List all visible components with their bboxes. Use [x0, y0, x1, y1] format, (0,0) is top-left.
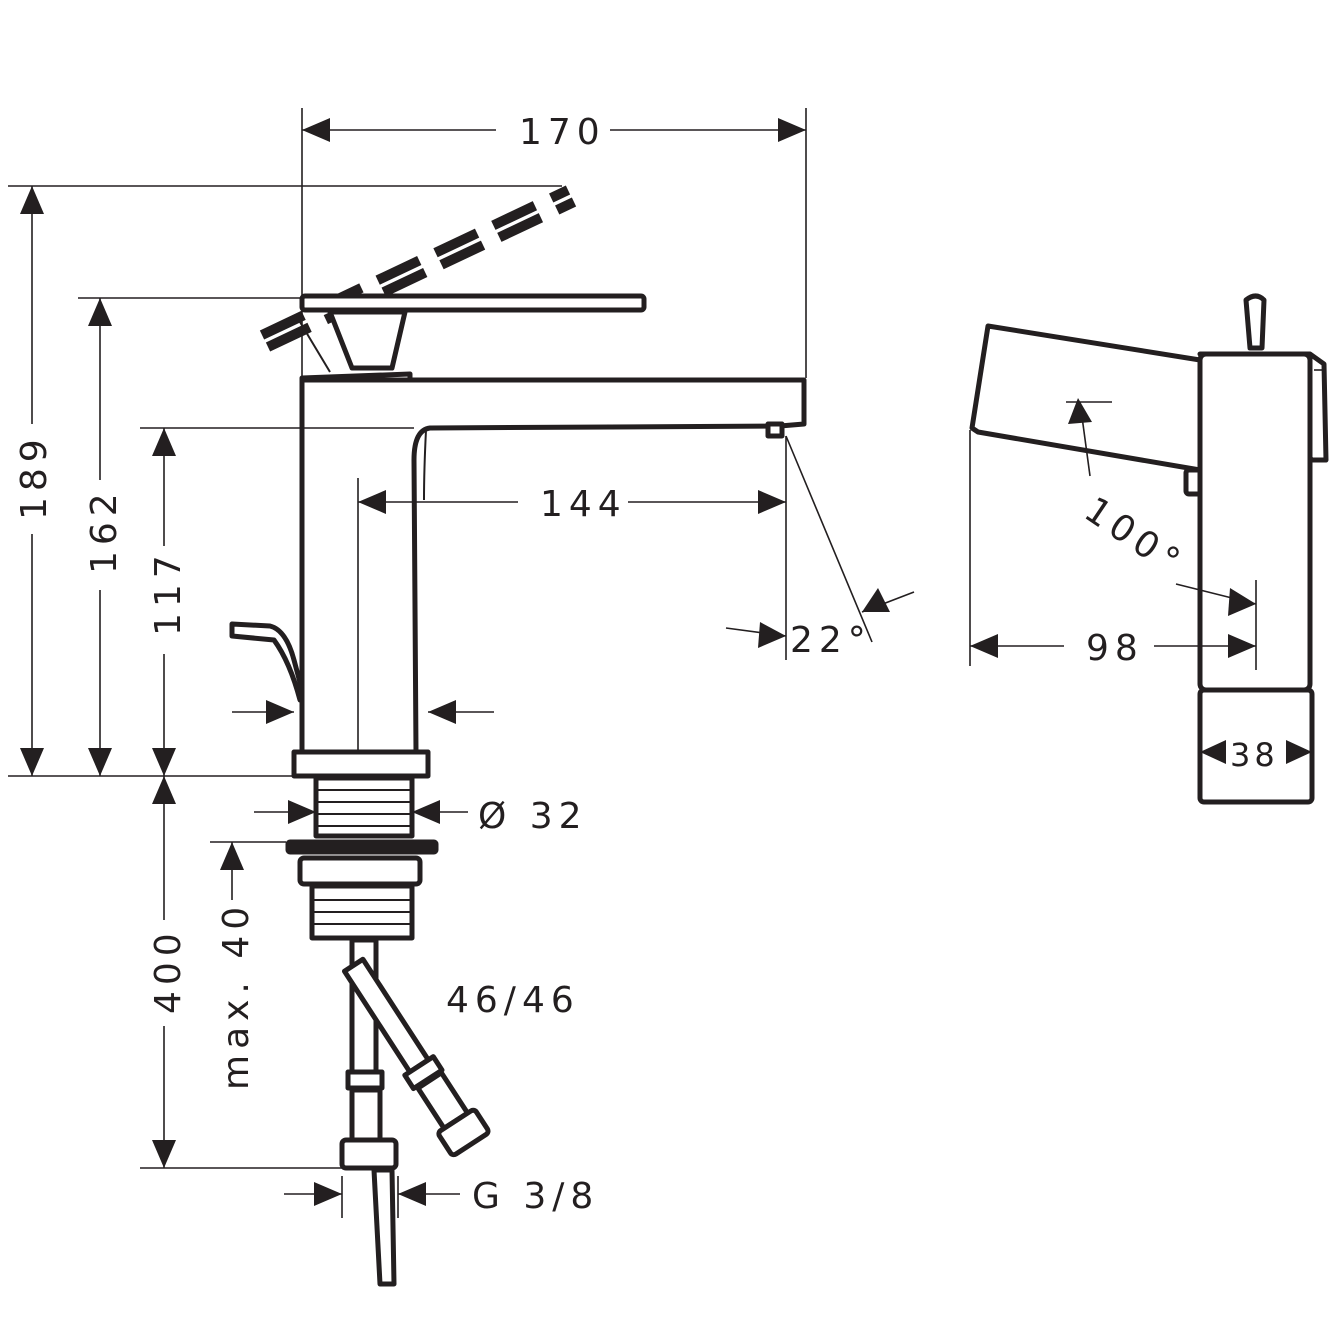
side-lever [969, 323, 1203, 473]
dim-height-raised: 189 [14, 433, 55, 520]
lever-closed [299, 293, 647, 313]
dim-connection-thread: G 3/8 [472, 1176, 599, 1217]
dim-side-depth: 98 [1086, 628, 1144, 669]
lever-stem [327, 309, 408, 371]
dim-lever-rotation: 100° [1077, 489, 1192, 585]
base-plate [291, 749, 431, 779]
faucet-body [299, 377, 807, 755]
lever-raised-dashed [259, 185, 577, 352]
threaded-shank [313, 775, 415, 839]
dim-flow-angle: 22° [790, 620, 872, 661]
faucet-side-view [969, 293, 1329, 805]
aerator [765, 421, 785, 439]
dim-body-width: 38 [1230, 736, 1279, 774]
dim-height-lever: 162 [84, 487, 125, 574]
faucet-front-view [229, 185, 807, 1287]
fixing-nut [297, 855, 423, 887]
dim-hose-length: 400 [148, 927, 189, 1014]
side-base [1197, 687, 1315, 805]
supply-hose-straight [339, 937, 399, 1287]
dim-shank-diameter: Ø 32 [478, 796, 588, 837]
dim-hose-spec: 46/46 [446, 980, 580, 1021]
dimension-labels: 170 189 162 117 144 22° 100° 98 38 Ø 32 … [14, 112, 1279, 1217]
side-lever-knob [1243, 293, 1267, 351]
popup-rod [229, 621, 305, 703]
side-body [1197, 351, 1313, 693]
dim-max-counter: max. 40 [216, 901, 257, 1090]
dim-spout-reach: 144 [540, 484, 627, 525]
washer [285, 839, 439, 855]
dimension-lines [8, 108, 915, 1218]
dim-width-total: 170 [519, 112, 606, 153]
shank-threads [318, 789, 410, 827]
dim-height-spout: 117 [148, 549, 189, 636]
supply-hose-angled [341, 956, 491, 1158]
